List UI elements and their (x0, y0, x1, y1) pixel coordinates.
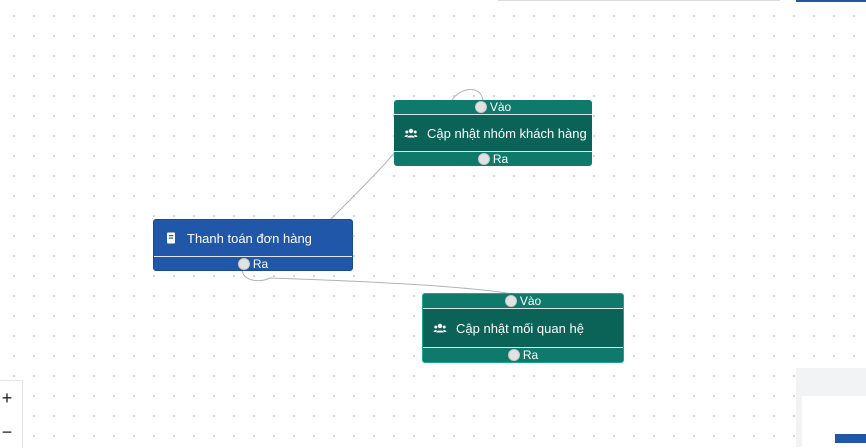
node-title: Cập nhật nhóm khách hàng (427, 125, 587, 141)
zoom-out-button[interactable]: − (1, 421, 13, 442)
zoom-controls (0, 380, 23, 448)
users-icon (433, 321, 447, 335)
node-title: Cập nhật mối quan hệ (456, 320, 584, 336)
input-port[interactable]: Vào (423, 294, 623, 308)
output-port[interactable]: Ra (423, 348, 623, 362)
output-port[interactable]: Ra (154, 257, 352, 271)
output-port-label: Ra (522, 348, 539, 362)
side-panel (796, 368, 866, 447)
users-icon (404, 126, 418, 140)
output-port-label: Ra (492, 152, 509, 166)
output-port[interactable]: Ra (394, 152, 592, 166)
input-port-label: Vào (519, 294, 542, 308)
node-update-customer-group[interactable]: Vào Cập nhật nhóm khách hàng Ra (394, 100, 592, 166)
side-panel-card (802, 396, 866, 447)
output-port-dot[interactable] (237, 258, 250, 270)
top-edge-accent (796, 0, 866, 2)
receipt-icon (164, 231, 178, 245)
output-port-dot[interactable] (477, 153, 490, 165)
node-update-relationship[interactable]: Vào Cập nhật mối quan hệ Ra (422, 293, 624, 363)
input-port-dot[interactable] (504, 295, 517, 307)
edge-loop-group (451, 89, 484, 101)
edge-checkout-to-group (329, 151, 396, 221)
zoom-in-button[interactable]: + (1, 387, 13, 408)
output-port-label: Ra (252, 257, 269, 271)
top-edge-line (498, 0, 780, 1)
output-port-dot[interactable] (507, 349, 520, 361)
node-checkout-order[interactable]: Thanh toán đơn hàng Ra (153, 219, 353, 271)
input-port-label: Vào (489, 100, 512, 114)
node-body[interactable]: Cập nhật mối quan hệ (423, 308, 623, 348)
side-panel-accent (835, 434, 866, 443)
input-port-dot[interactable] (474, 101, 487, 113)
node-body[interactable]: Thanh toán đơn hàng (154, 220, 352, 257)
input-port[interactable]: Vào (394, 100, 592, 114)
node-title: Thanh toán đơn hàng (187, 230, 312, 246)
node-body[interactable]: Cập nhật nhóm khách hàng (394, 114, 592, 152)
